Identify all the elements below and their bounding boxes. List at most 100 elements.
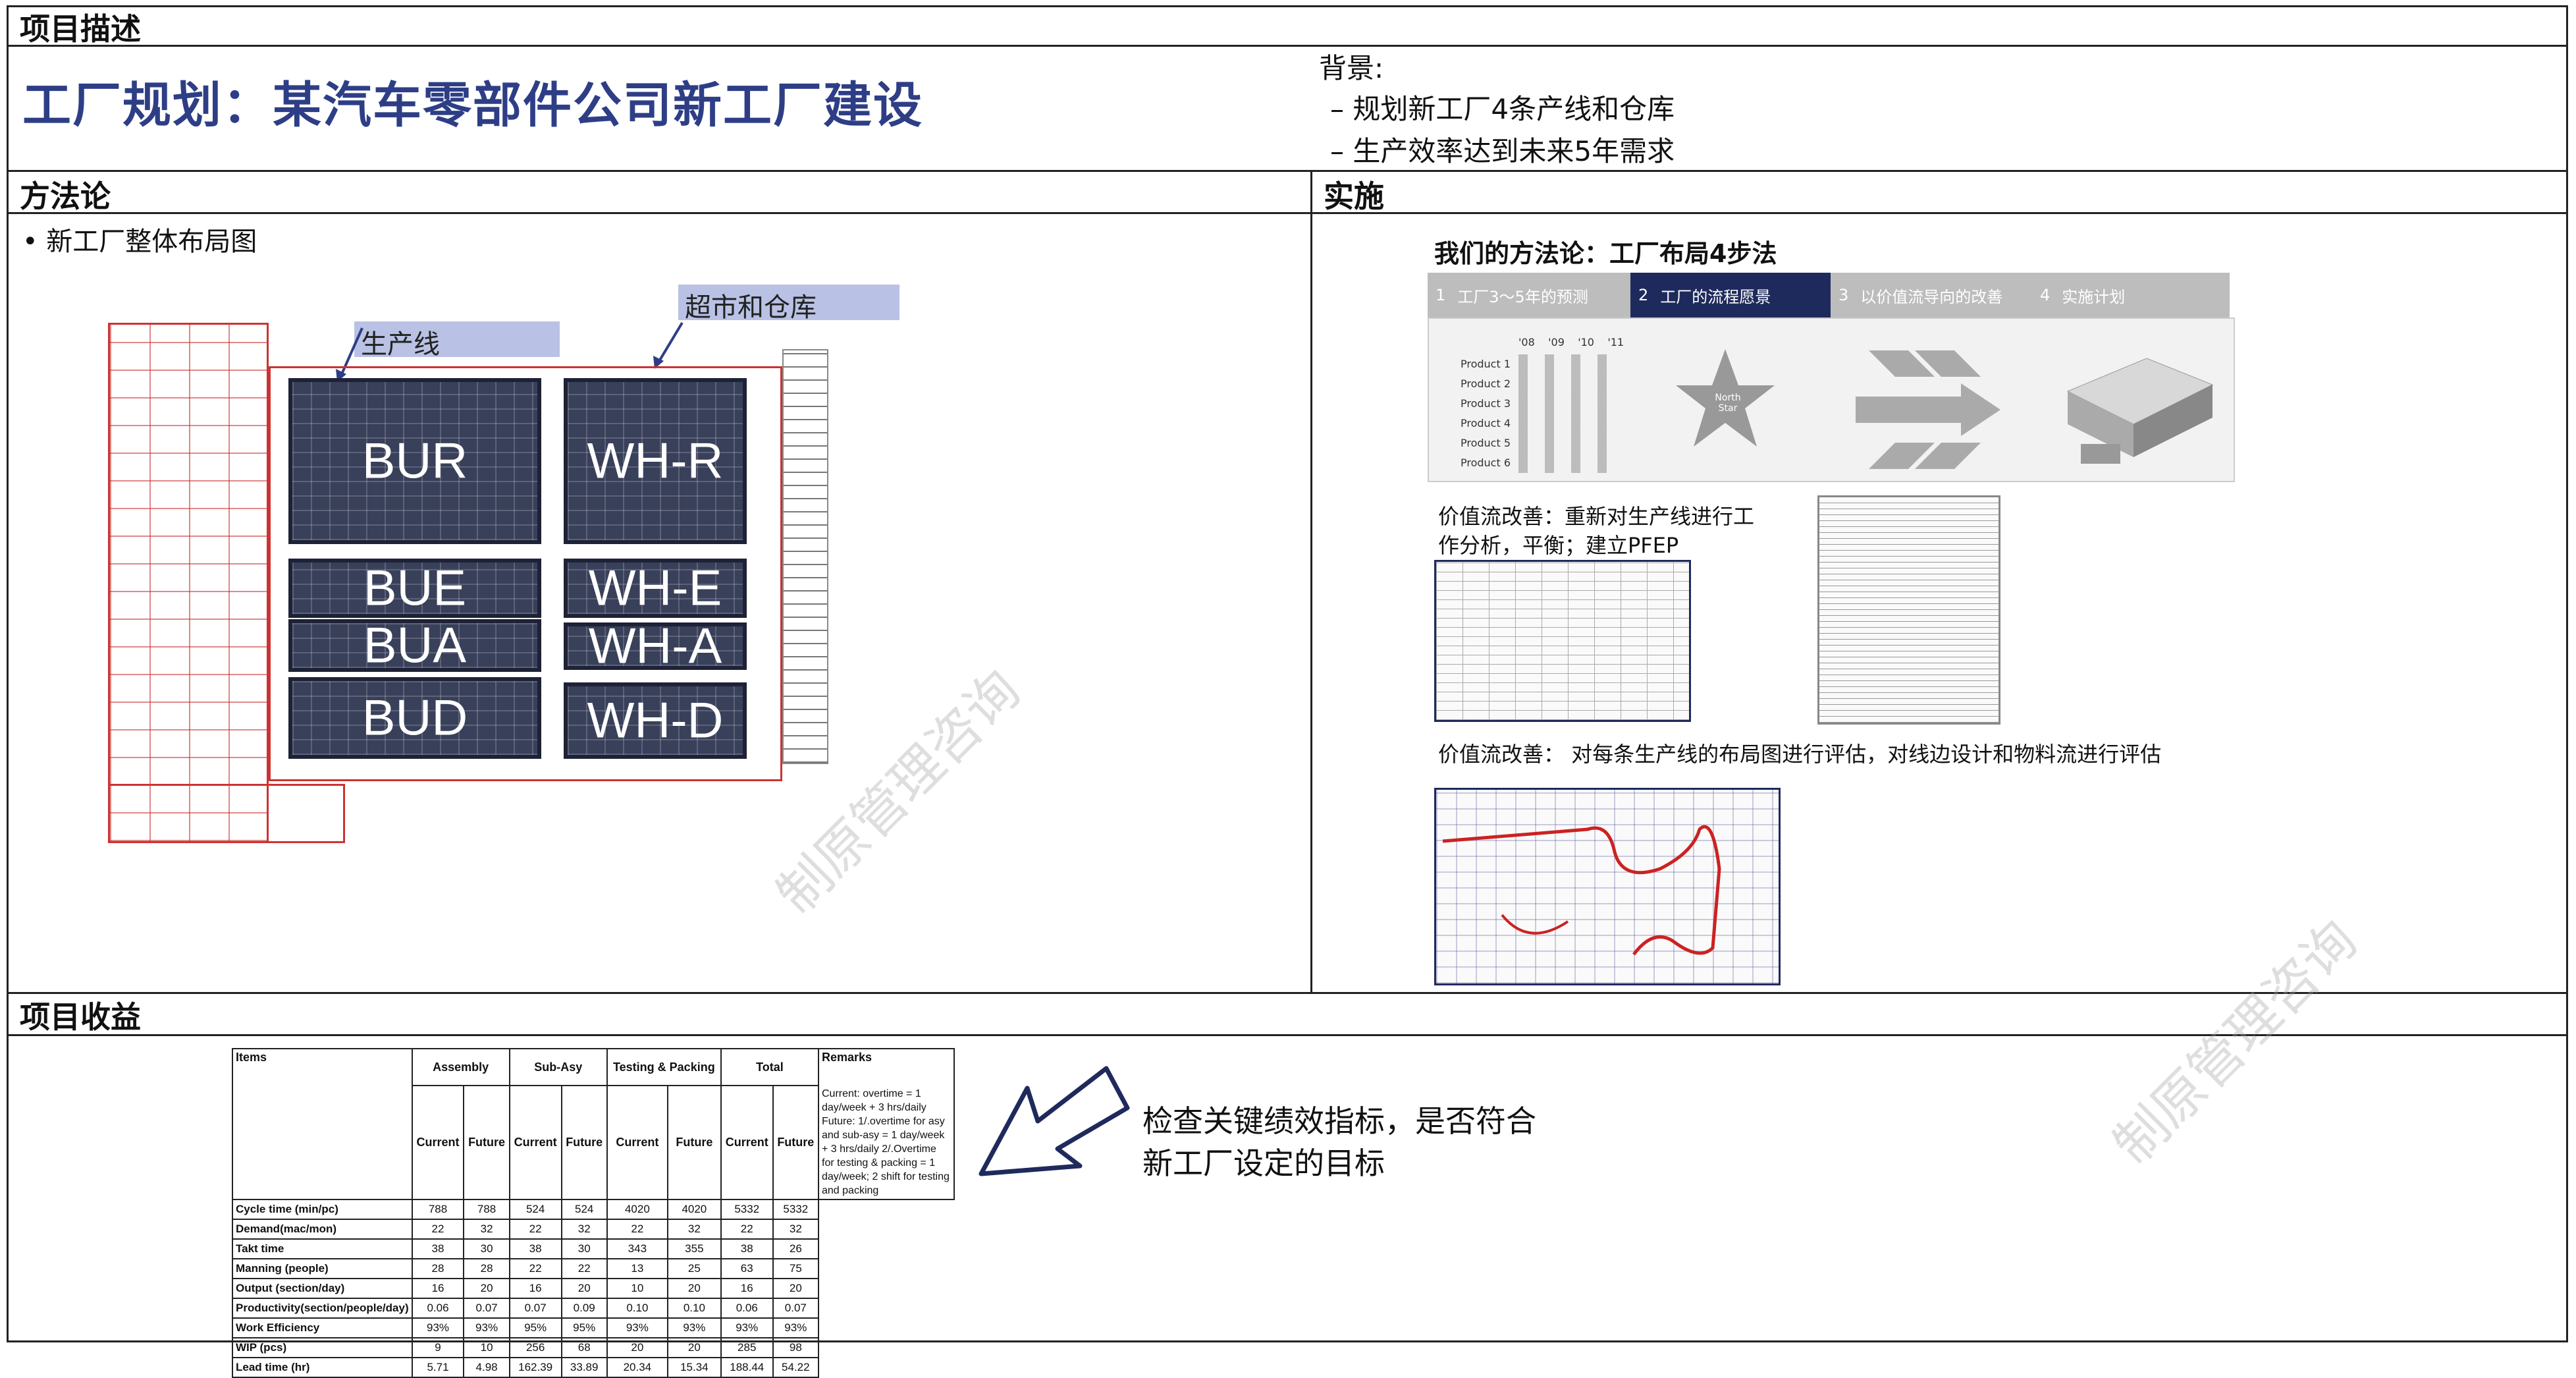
table-cell: 20 (666, 1337, 722, 1358)
page-title: 工厂规划：某汽车零部件公司新工厂建设 (22, 77, 923, 134)
improvement-arrows-icon (1856, 350, 2000, 469)
outer-frame (7, 5, 2568, 1342)
implementation-subtitle: 我们的方法论：工厂布局4步法 (1434, 239, 1777, 268)
table-cell: 256 (508, 1337, 562, 1358)
table-cell: 0.06 (720, 1298, 774, 1319)
sub-future: Future (772, 1085, 820, 1200)
sub-current: Current (508, 1085, 562, 1200)
table-cell: 30 (560, 1238, 608, 1259)
table-cell: 33.89 (560, 1357, 608, 1378)
factory-3d-icon (2066, 358, 2214, 464)
table-cell: 285 (720, 1337, 774, 1358)
table-cell: 0.07 (463, 1298, 510, 1319)
row-label: Productivity(section/people/day) (232, 1298, 413, 1319)
line-layout-thumb (1434, 788, 1781, 985)
divider-sub (7, 212, 2568, 214)
table-cell: 20 (666, 1278, 722, 1299)
table-cell: 16 (508, 1278, 562, 1299)
table-cell: 63 (720, 1258, 774, 1279)
chip-warehouse: 超市和仓库 (678, 285, 899, 323)
table-cell: 524 (560, 1199, 608, 1220)
th-remarks: Remarks (818, 1048, 955, 1086)
block-wh-e: WH-E (564, 559, 747, 618)
table-cell: 16 (411, 1278, 465, 1299)
table-cell: 22 (508, 1258, 562, 1279)
north-star-icon (1676, 349, 1775, 447)
table-cell: 5.71 (411, 1357, 465, 1378)
floor-plan-main-hall (269, 366, 782, 781)
table-cell: 38 (508, 1238, 562, 1259)
divider-benefits-sub (7, 1034, 2568, 1036)
table-cell: 95% (560, 1317, 608, 1338)
section-label-implementation: 实施 (1324, 179, 1384, 214)
block-bud: BUD (288, 677, 541, 759)
table-cell: 188.44 (720, 1357, 774, 1378)
section-label-benefits: 项目收益 (20, 999, 141, 1035)
row-label: Takt time (232, 1238, 413, 1259)
table-cell: 20 (606, 1337, 668, 1358)
table-cell: 22 (606, 1219, 668, 1240)
sub-future: Future (560, 1085, 608, 1200)
block-wh-d: WH-D (564, 682, 747, 759)
table-cell: 788 (411, 1199, 465, 1220)
block-bue: BUE (288, 559, 541, 618)
sub-future: Future (463, 1085, 510, 1200)
floor-plan-bottom-dock (108, 784, 345, 843)
th-total: Total (720, 1048, 820, 1086)
table-cell: 95% (508, 1317, 562, 1338)
forecast-products: Product 1 Product 2 Product 3 Product 4 … (1461, 358, 1511, 469)
table-cell: 54.22 (772, 1357, 820, 1378)
sub-current: Current (720, 1085, 774, 1200)
table-cell: 30 (463, 1238, 510, 1259)
background-item-2: – 生产效率达到未来5年需求 (1330, 135, 1675, 167)
table-cell: 25 (666, 1258, 722, 1279)
vs-text-2: 价值流改善： 对每条生产线的布局图进行评估，对线边设计和物料流进行评估 (1438, 742, 2162, 767)
chip-production-line: 生产线 (354, 321, 560, 360)
table-cell: 20.34 (606, 1357, 668, 1378)
row-label: Output (section/day) (232, 1278, 413, 1299)
table-cell: 0.07 (772, 1298, 820, 1319)
row-label: Demand(mac/mon) (232, 1219, 413, 1240)
arrow-left-icon (979, 1066, 1130, 1176)
kpi-caption: 检查关键绩效指标，是否符合新工厂设定的目标 (1142, 1103, 1536, 1181)
th-testing: Testing & Packing (606, 1048, 722, 1086)
divider-top (7, 45, 2568, 47)
sub-current: Current (606, 1085, 668, 1200)
table-cell: 524 (508, 1199, 562, 1220)
table-cell: 9 (411, 1337, 465, 1358)
section-label-description: 项目描述 (20, 11, 141, 47)
table-cell: 68 (560, 1337, 608, 1358)
table-cell: 26 (772, 1238, 820, 1259)
north-star-label: North Star (1715, 393, 1741, 414)
kpi-table: Items Assembly Sub-Asy Testing & Packing… (232, 1048, 955, 1378)
table-cell: 0.10 (606, 1298, 668, 1319)
table-cell: 13 (606, 1258, 668, 1279)
table-cell: 28 (463, 1258, 510, 1279)
block-bua: BUA (288, 618, 541, 674)
table-cell: 10 (606, 1278, 668, 1299)
row-label: Manning (people) (232, 1258, 413, 1279)
table-cell: 0.09 (560, 1298, 608, 1319)
table-cell: 343 (606, 1238, 668, 1259)
table-cell: 162.39 (508, 1357, 562, 1378)
table-cell: 4.98 (463, 1357, 510, 1378)
table-cell: 38 (411, 1238, 465, 1259)
pfep-doc-thumb (1817, 495, 2000, 725)
table-cell: 20 (772, 1278, 820, 1299)
row-label: Work Efficiency (232, 1317, 413, 1338)
bullet-layout: • 新工厂整体布局图 (22, 227, 257, 257)
table-cell: 5332 (772, 1199, 820, 1220)
table-cell: 22 (411, 1219, 465, 1240)
th-assembly: Assembly (411, 1048, 510, 1086)
